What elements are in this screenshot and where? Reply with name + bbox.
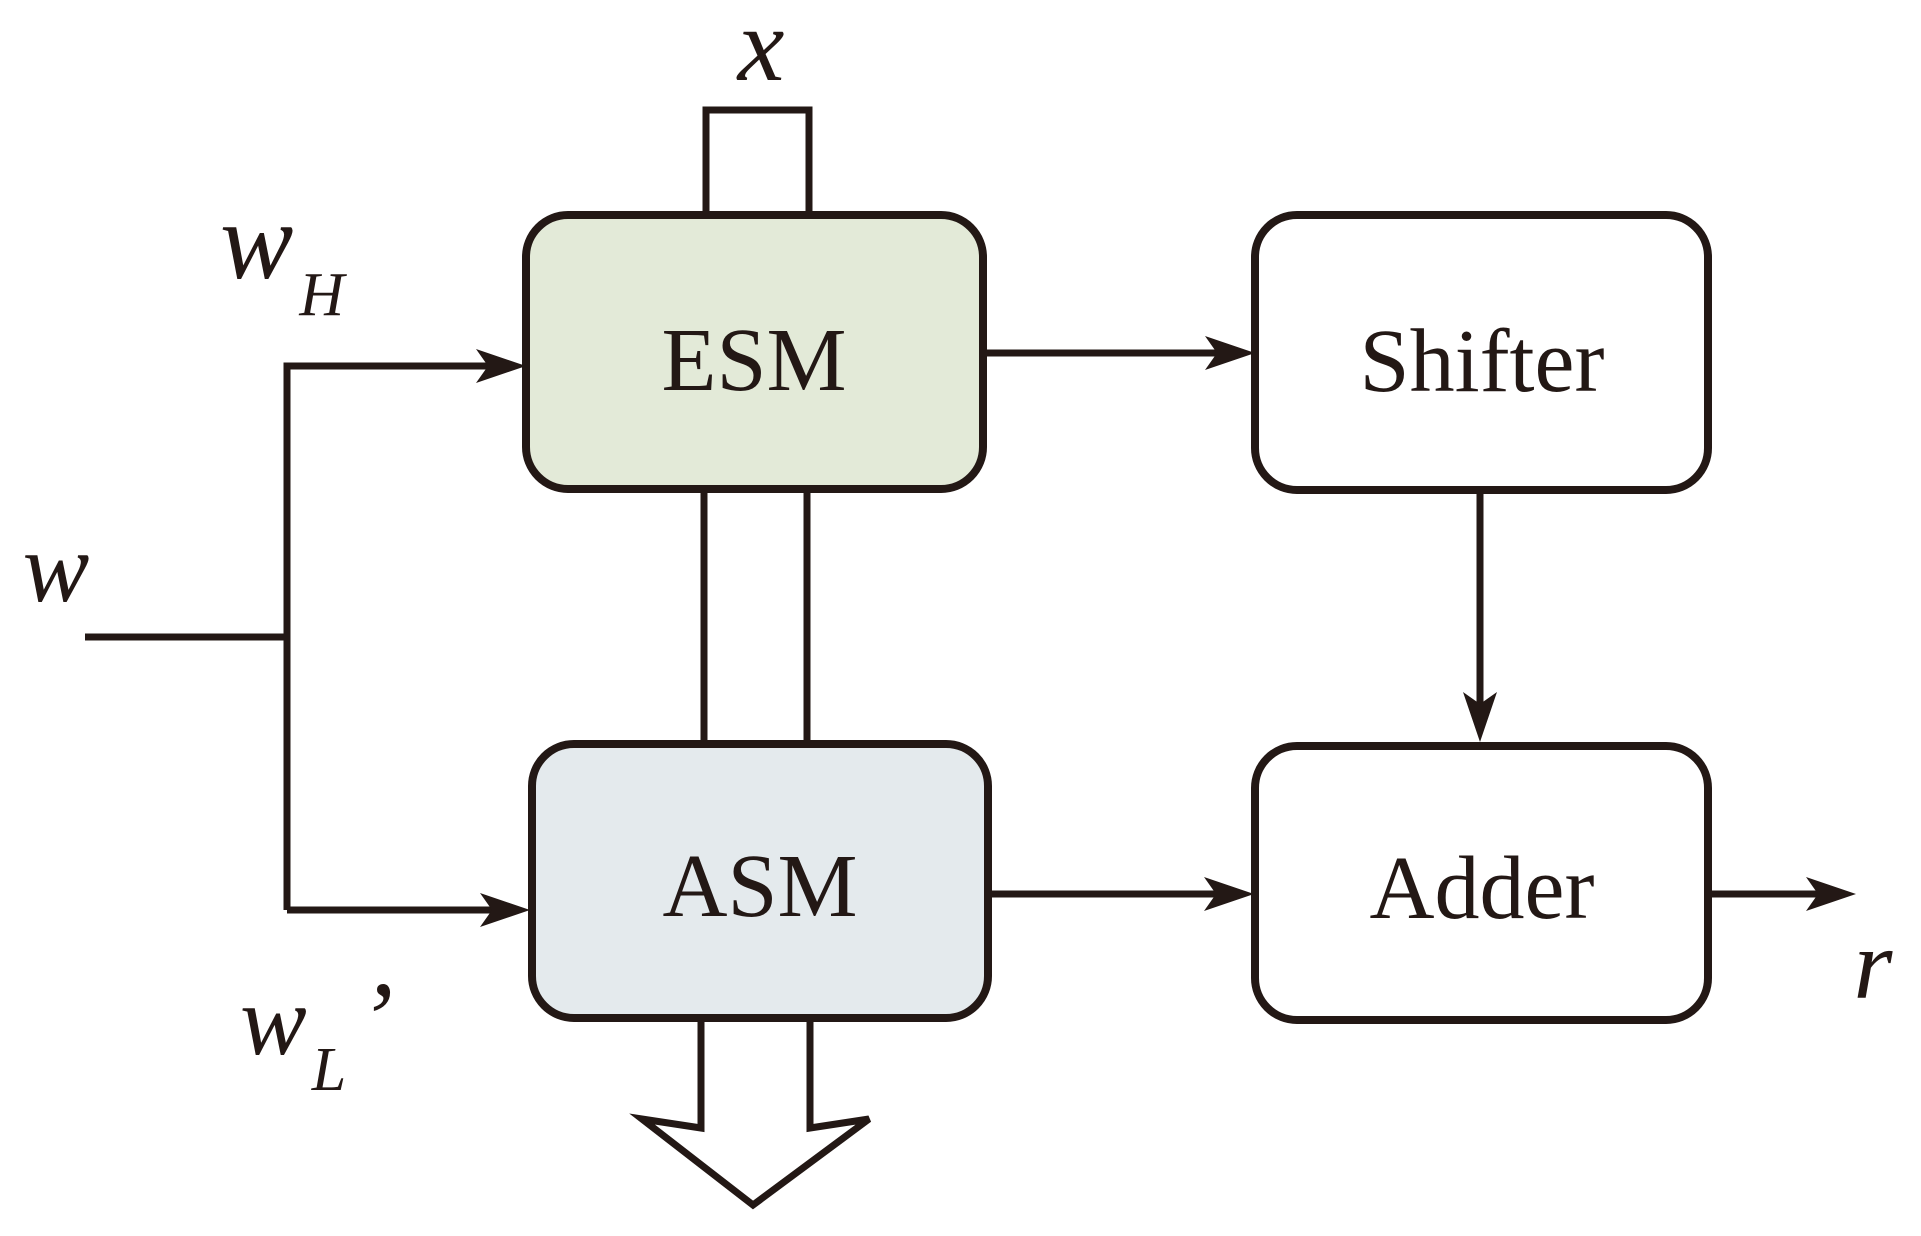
wl-label: wL’ <box>240 960 393 1104</box>
wl-label-subscript: L <box>311 1036 346 1104</box>
shifter-label: Shifter <box>1360 312 1605 411</box>
result-label: r <box>1854 909 1894 1020</box>
asm-to-adder-arrowhead-icon <box>1204 877 1254 911</box>
wh-label-base: w <box>220 180 293 302</box>
output-arrowhead-icon <box>1806 877 1856 911</box>
wh-label-subscript: H <box>298 261 347 329</box>
wl-label-base: w <box>240 965 307 1076</box>
wh-branch-wire <box>283 362 490 910</box>
asm-block <box>528 740 992 1022</box>
wl-arrowhead-icon <box>480 893 530 927</box>
esm-label: ESM <box>661 311 846 410</box>
asm-label: ASM <box>662 837 857 936</box>
adder-block <box>1251 742 1712 1024</box>
wl-label-prime: ’ <box>358 960 393 1077</box>
shifter-to-adder-arrowhead-icon <box>1463 692 1497 742</box>
esm-block <box>522 211 987 493</box>
x-input-port <box>702 106 813 220</box>
w-input-label: w <box>23 512 90 623</box>
wh-arrowhead-icon <box>476 349 526 383</box>
x-input-label: x <box>736 0 785 103</box>
esm-to-shifter-arrowhead-icon <box>1205 336 1255 370</box>
adder-label: Adder <box>1370 839 1595 938</box>
wh-label: wH <box>220 180 347 329</box>
shifter-block <box>1251 211 1712 494</box>
asm-output-block-arrow <box>629 1012 872 1210</box>
